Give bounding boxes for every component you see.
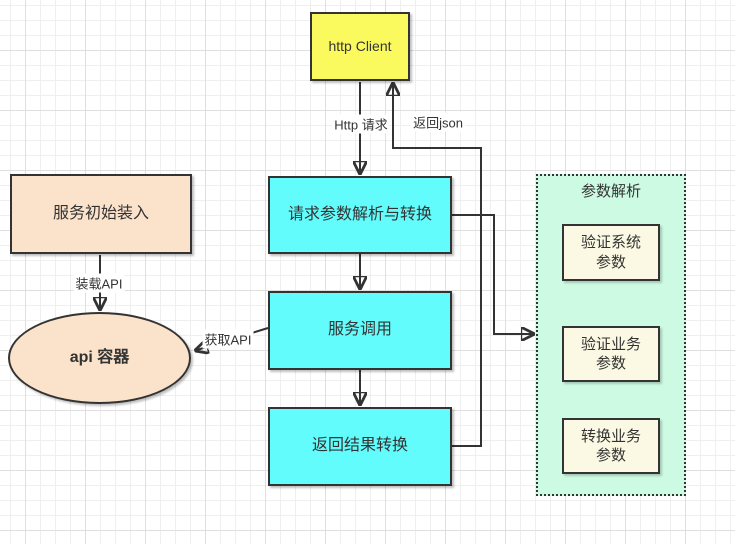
edge-label-http-request[interactable]: Http 请求: [332, 114, 390, 134]
node-label-line: 参数: [595, 447, 626, 464]
node-service-init[interactable]: 服务初始装入: [10, 174, 192, 254]
node-verify-system[interactable]: 验证系统 参数: [562, 224, 660, 281]
group-param-parse[interactable]: 参数解析 验证系统 参数 验证业务 参数 转换业务 参数: [536, 174, 686, 496]
edge-parse-to-group[interactable]: [452, 214, 532, 334]
node-label-line: 参数: [595, 253, 626, 271]
node-label-line: 验证系统: [580, 234, 641, 251]
edge-return-json[interactable]: [393, 85, 482, 447]
node-convert-business[interactable]: 转换业务 参数: [562, 418, 660, 474]
node-label-line: 验证业务: [580, 335, 641, 353]
node-label-line: 转换业务: [580, 427, 641, 445]
node-label-line: 参数: [595, 355, 626, 372]
node-http-client[interactable]: http Client: [310, 12, 410, 81]
node-verify-business[interactable]: 验证业务 参数: [562, 326, 660, 382]
edge-label-return-json[interactable]: 返回json: [411, 112, 465, 132]
node-result-convert[interactable]: 返回结果转换: [268, 407, 452, 486]
edge-label-get-api[interactable]: 获取API: [202, 329, 254, 349]
node-service-call[interactable]: 服务调用: [268, 291, 452, 370]
edge-label-load-api[interactable]: 装载API: [73, 273, 125, 293]
node-request-parse[interactable]: 请求参数解析与转换: [268, 176, 452, 254]
node-api-container[interactable]: api 容器: [8, 312, 191, 404]
group-param-parse-title: 参数解析: [580, 183, 641, 200]
